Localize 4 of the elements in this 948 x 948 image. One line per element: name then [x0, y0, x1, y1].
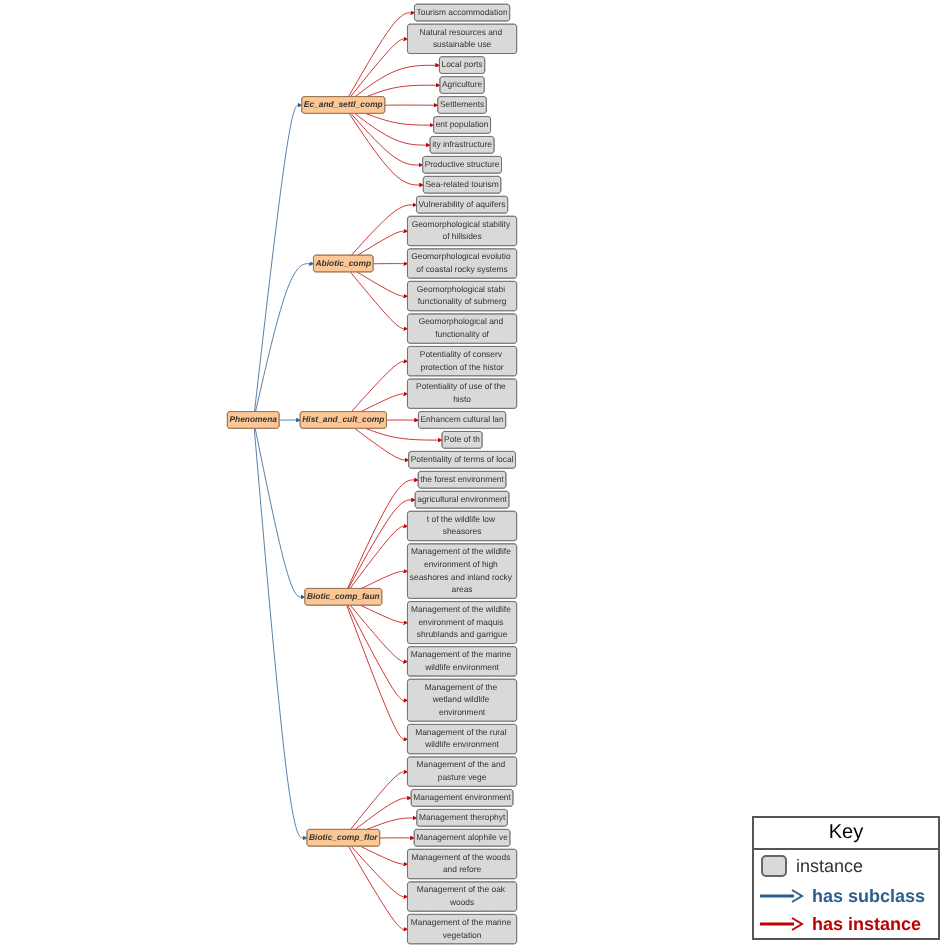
legend-label: instance — [796, 856, 864, 876]
legend-title: Key — [754, 818, 938, 850]
legend-label: has subclass — [812, 886, 926, 906]
legend-label: has instance — [812, 914, 922, 934]
